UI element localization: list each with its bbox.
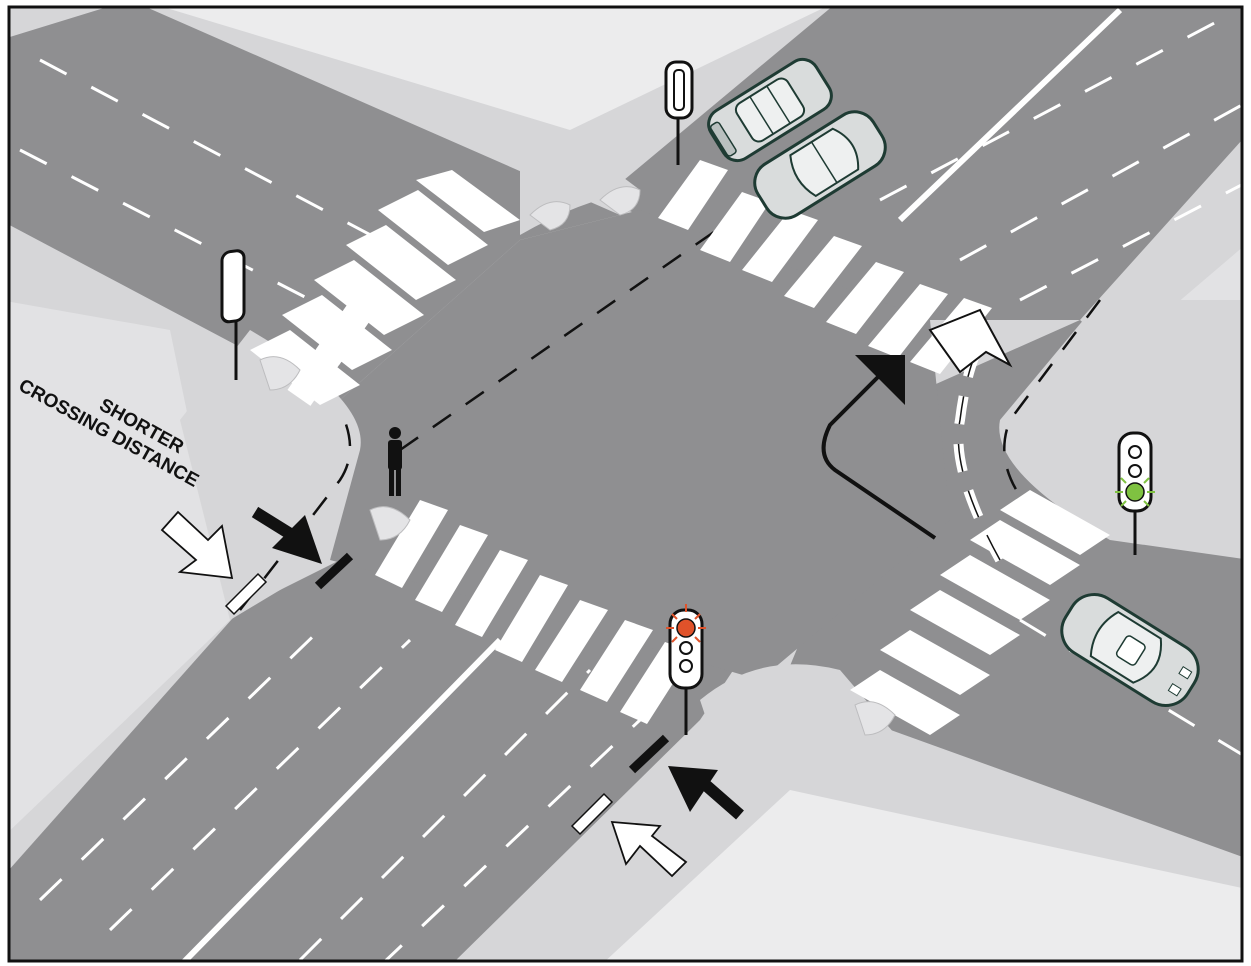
lane-line-ne-3 bbox=[1019, 182, 1242, 302]
block-top bbox=[163, 7, 826, 130]
corner-south bbox=[700, 664, 900, 790]
corner-east bbox=[999, 300, 1242, 559]
lane-line-sw-3 bbox=[298, 668, 592, 961]
crosswalk-west bbox=[250, 170, 520, 405]
road-sign-icon bbox=[664, 60, 694, 165]
lane-line-sw-1 bbox=[108, 638, 412, 932]
annotation-arrow-light-south bbox=[610, 820, 688, 878]
car-icon bbox=[1060, 593, 1200, 707]
stop-bar-west bbox=[314, 552, 354, 590]
curb-bump-3 bbox=[599, 186, 641, 216]
crosswalk-east bbox=[850, 490, 1110, 735]
right-turn-arrow bbox=[928, 308, 1013, 374]
road-northwest bbox=[9, 7, 620, 400]
old-stop-bar-west bbox=[224, 572, 268, 616]
frame-border bbox=[7, 5, 1244, 963]
block-left bbox=[9, 301, 230, 832]
lane-line-sw-4 bbox=[383, 718, 642, 961]
stop-bar-south bbox=[628, 734, 670, 774]
block-bottom-right bbox=[605, 790, 1242, 961]
annotation-arrow-dark-west bbox=[251, 506, 322, 564]
left-turn-path bbox=[821, 373, 937, 540]
lane-line-nw-2 bbox=[19, 148, 331, 312]
left-turn-arrow-head bbox=[855, 355, 905, 405]
edge-line-northeast bbox=[897, 7, 1123, 223]
car-icon bbox=[707, 57, 833, 163]
annotation-arrow-dark-south bbox=[668, 766, 744, 820]
right-turn-lane-marking-outline bbox=[957, 354, 1001, 561]
annotation-arrow-light-west bbox=[160, 510, 234, 580]
car-icon bbox=[753, 110, 887, 220]
traffic-signal-green-icon bbox=[1115, 431, 1155, 555]
pedestrian-icon bbox=[388, 427, 402, 496]
traffic-signal-red-icon bbox=[666, 604, 706, 735]
lane-line-ne-1 bbox=[879, 18, 1221, 202]
curb-bump-2 bbox=[529, 201, 571, 231]
centerline-through bbox=[399, 198, 761, 452]
edge-line-southwest bbox=[180, 637, 503, 961]
curb-bump-4 bbox=[854, 701, 896, 736]
lane-line-nw-1 bbox=[39, 58, 381, 242]
curb-line-nw bbox=[239, 409, 352, 611]
intersection-core bbox=[330, 210, 950, 680]
curb-bump-1 bbox=[259, 356, 301, 391]
old-stop-bar-south bbox=[570, 792, 614, 836]
road-sign-icon bbox=[220, 249, 246, 380]
curb-bump-5 bbox=[369, 506, 411, 541]
lane-line-sw-2 bbox=[38, 618, 332, 902]
